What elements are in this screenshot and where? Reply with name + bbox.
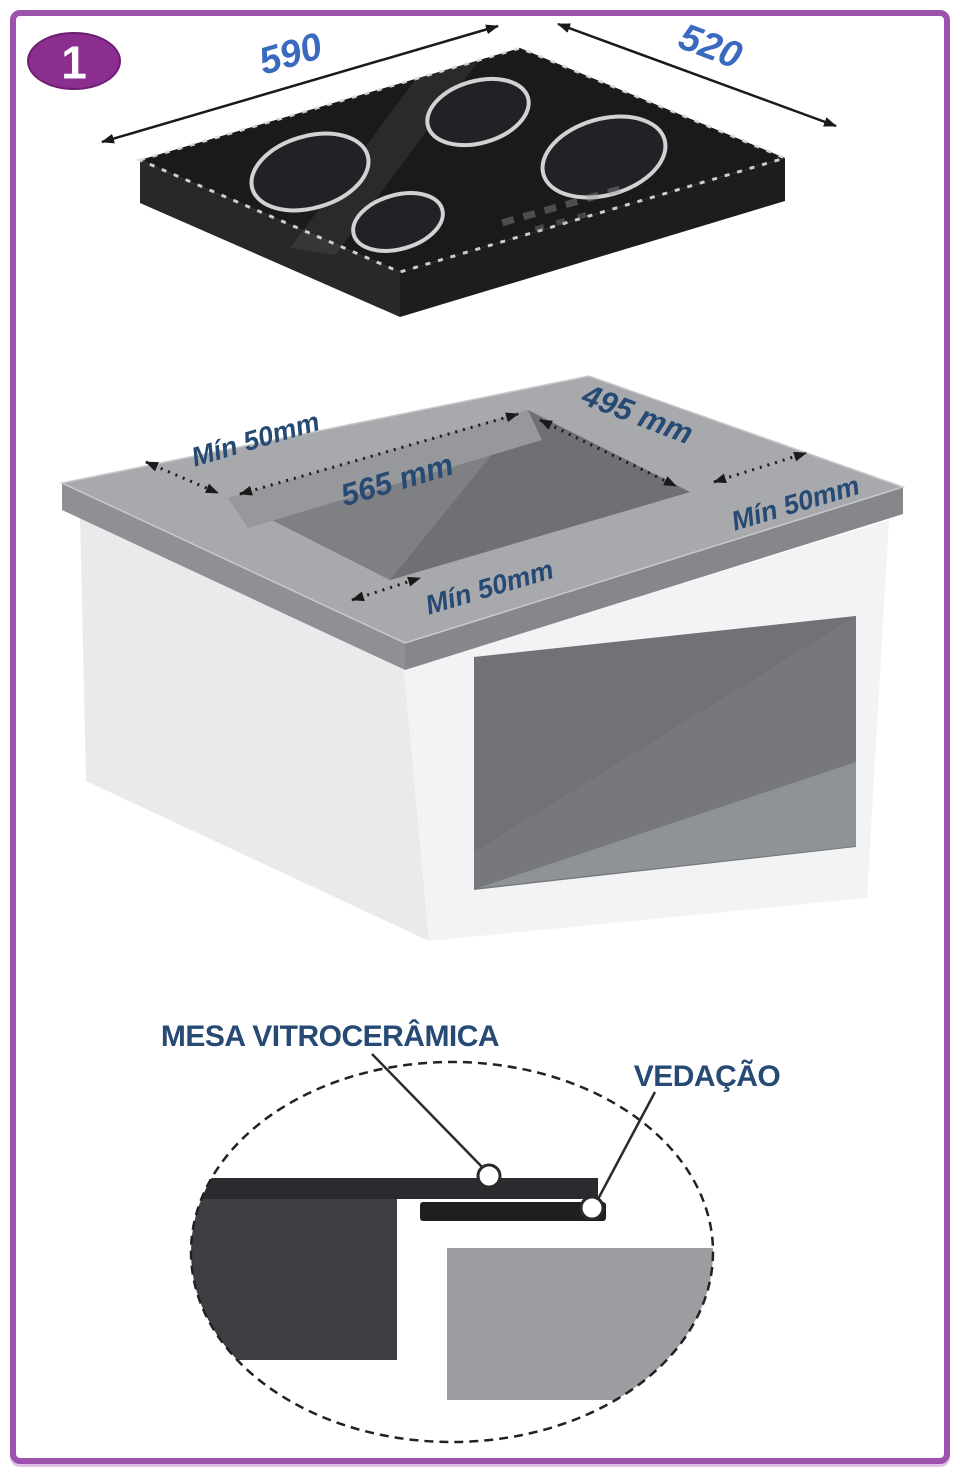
cooktop-illustration: 590 520 — [101, 16, 837, 317]
depth-dimension-arrow — [557, 22, 837, 128]
cabinet-opening — [474, 616, 856, 890]
detail-lens-circle — [189, 1060, 715, 1444]
cooktop-side-left — [140, 160, 400, 317]
page-border-frame — [10, 10, 950, 1464]
burner-front — [351, 191, 445, 253]
glass-cross-section — [191, 1178, 598, 1199]
step-badge-number: 1 — [61, 37, 87, 89]
cabinet-illustration: Mín 50mm 565 mm 495 mm Mín 50mm Mín 50mm — [59, 375, 906, 941]
step-badge: 1 — [27, 32, 121, 90]
cross-section-detail: MESA VITROCERÂMICA VEDAÇÃO — [161, 1019, 781, 1444]
cooktop-depth-label: 520 — [673, 16, 747, 78]
seal-label: VEDAÇÃO — [634, 1059, 781, 1093]
seal-anchor-dot — [579, 1195, 605, 1221]
countertop-edge-right — [405, 487, 903, 670]
detail-lens-content — [191, 1178, 713, 1400]
glass-anchor-dot — [476, 1163, 502, 1189]
cooktop-width-label: 590 — [254, 25, 327, 83]
counter-cross-section — [191, 1198, 397, 1360]
glass-label-leader-line — [371, 1053, 486, 1171]
seal-label-leader-line — [595, 1091, 657, 1202]
width-dimension-arrow — [101, 24, 499, 144]
touch-controls — [501, 185, 621, 232]
cabinet-front-left-face — [80, 514, 429, 941]
seal-cross-section — [420, 1202, 606, 1221]
glass-label: MESA VITROCERÂMICA — [161, 1019, 499, 1053]
cooktop-side-right — [400, 158, 785, 317]
cabinet-wall-cross-section — [447, 1248, 713, 1400]
countertop-edge-left — [62, 483, 405, 670]
